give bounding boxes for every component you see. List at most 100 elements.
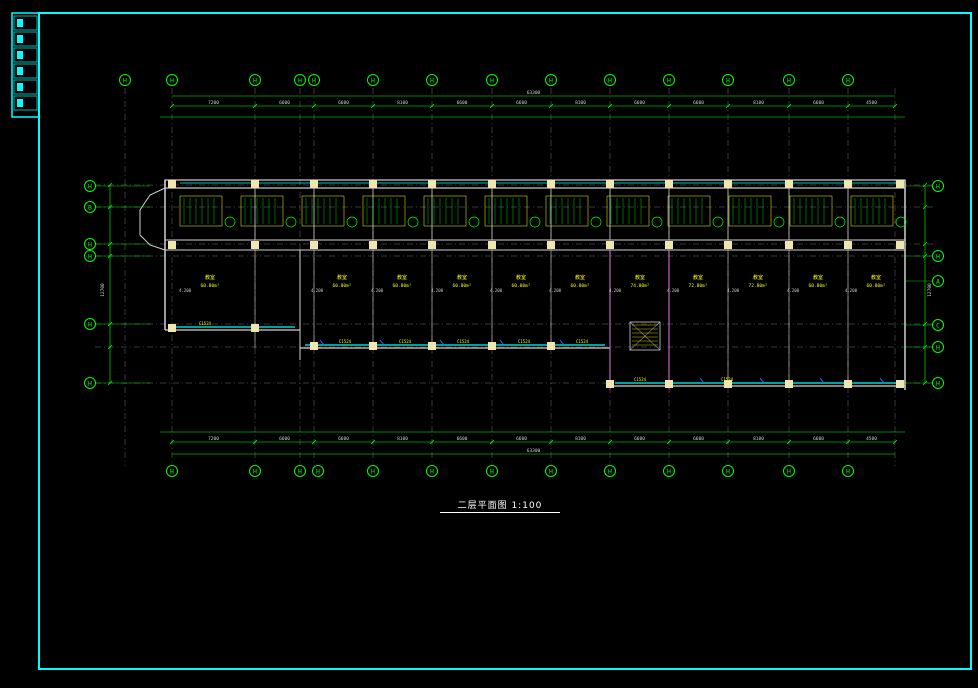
axis-bubble (84, 180, 96, 192)
axis-bubble (249, 465, 261, 477)
column (547, 241, 555, 249)
column (428, 342, 436, 350)
floor-elevation: 4.200 (549, 288, 562, 293)
span-dimension: 6600 (634, 436, 645, 442)
dimension-tick (169, 103, 175, 109)
span-dimension: 6600 (813, 436, 824, 442)
title-block-mark (17, 67, 23, 75)
dimension-tick (725, 439, 731, 445)
dimension-tick (252, 103, 258, 109)
room-name: 教室 (337, 274, 347, 281)
axis-bubble (84, 238, 96, 250)
axis-bubble (783, 74, 795, 86)
north-wall (164, 179, 906, 189)
dimension-tick (311, 439, 317, 445)
window-tag: C1524 (399, 339, 412, 344)
room-area: 60.80m² (333, 283, 352, 289)
axis-bubble (84, 250, 96, 262)
axis-label: H (430, 77, 434, 85)
window-tag: C1524 (518, 339, 531, 344)
column (844, 380, 852, 388)
title-block-mark (17, 35, 23, 43)
stair (629, 321, 661, 351)
wc-fixture-group (240, 195, 284, 227)
wc-fixture-group (301, 195, 345, 227)
axis-label: A (936, 278, 940, 286)
axis-label: H (298, 468, 302, 476)
axis-label: H (316, 468, 320, 476)
dimension-tick (922, 241, 928, 247)
dimension-tick (607, 103, 613, 109)
dimension-tick (666, 439, 672, 445)
axis-bubble (842, 465, 854, 477)
span-dimension: 6600 (457, 100, 468, 106)
column (310, 241, 318, 249)
axis-label: C (936, 322, 940, 330)
span-dimension: 4500 (866, 436, 877, 442)
door-marker (879, 377, 885, 384)
column (665, 180, 673, 188)
room-name: 教室 (397, 274, 407, 281)
column (896, 241, 904, 249)
room-name: 教室 (205, 274, 215, 281)
room-area: 72.80m² (689, 283, 708, 289)
room-name: 教室 (516, 274, 526, 281)
dimension-tick (548, 439, 554, 445)
axis-label: H (936, 253, 940, 261)
span-dimension: 8100 (397, 436, 408, 442)
wc-fixture-group (545, 195, 589, 227)
stair-diagonal (629, 321, 661, 351)
dimension-tick (845, 439, 851, 445)
dimension-tick (489, 103, 495, 109)
detail-callout (773, 216, 785, 228)
title-block (13, 15, 38, 111)
span-dimension: 6600 (813, 100, 824, 106)
axis-label: H (88, 380, 92, 388)
axis-bubble (486, 465, 498, 477)
axis-label: H (936, 183, 940, 191)
dimension-tick (429, 439, 435, 445)
axis-bubble (166, 74, 178, 86)
room-name: 教室 (693, 274, 703, 281)
dimension-tick (922, 204, 928, 210)
span-dimension: 7200 (208, 436, 219, 442)
dimension-tick (666, 103, 672, 109)
detail-callout (468, 216, 480, 228)
dimension-tick (845, 103, 851, 109)
axis-bubble (932, 341, 944, 353)
span-dimension: 6600 (516, 100, 527, 106)
axis-bubble (783, 465, 795, 477)
wc-fixture-group (179, 195, 223, 227)
axis-bubble (604, 465, 616, 477)
floor-elevation: 4.200 (609, 288, 622, 293)
column (251, 241, 259, 249)
title-block-cell (13, 95, 38, 111)
axis-bubble (545, 74, 557, 86)
detail-callout (651, 216, 663, 228)
column (896, 380, 904, 388)
detail-callout (529, 216, 541, 228)
door-marker (439, 339, 445, 346)
column (168, 180, 176, 188)
room-area: 60.80m² (809, 283, 828, 289)
axis-bubble (367, 465, 379, 477)
window-tag: C1524 (721, 377, 734, 382)
floor-elevation: 4.200 (371, 288, 384, 293)
wc-fixture-group (728, 195, 772, 227)
column (488, 342, 496, 350)
wc-fixture-group (484, 195, 528, 227)
title-block-cell (13, 15, 38, 31)
axis-bubble (663, 465, 675, 477)
room-area: 60.80m² (571, 283, 590, 289)
window-tag: C1524 (576, 339, 589, 344)
column (785, 380, 793, 388)
axis-label: H (846, 77, 850, 85)
axis-bubble (722, 465, 734, 477)
axis-bubble (842, 74, 854, 86)
axis-label: H (787, 77, 791, 85)
title-block-cell (13, 63, 38, 79)
detail-callout (224, 216, 236, 228)
dimension-tick (489, 439, 495, 445)
axis-label: H (371, 77, 375, 85)
